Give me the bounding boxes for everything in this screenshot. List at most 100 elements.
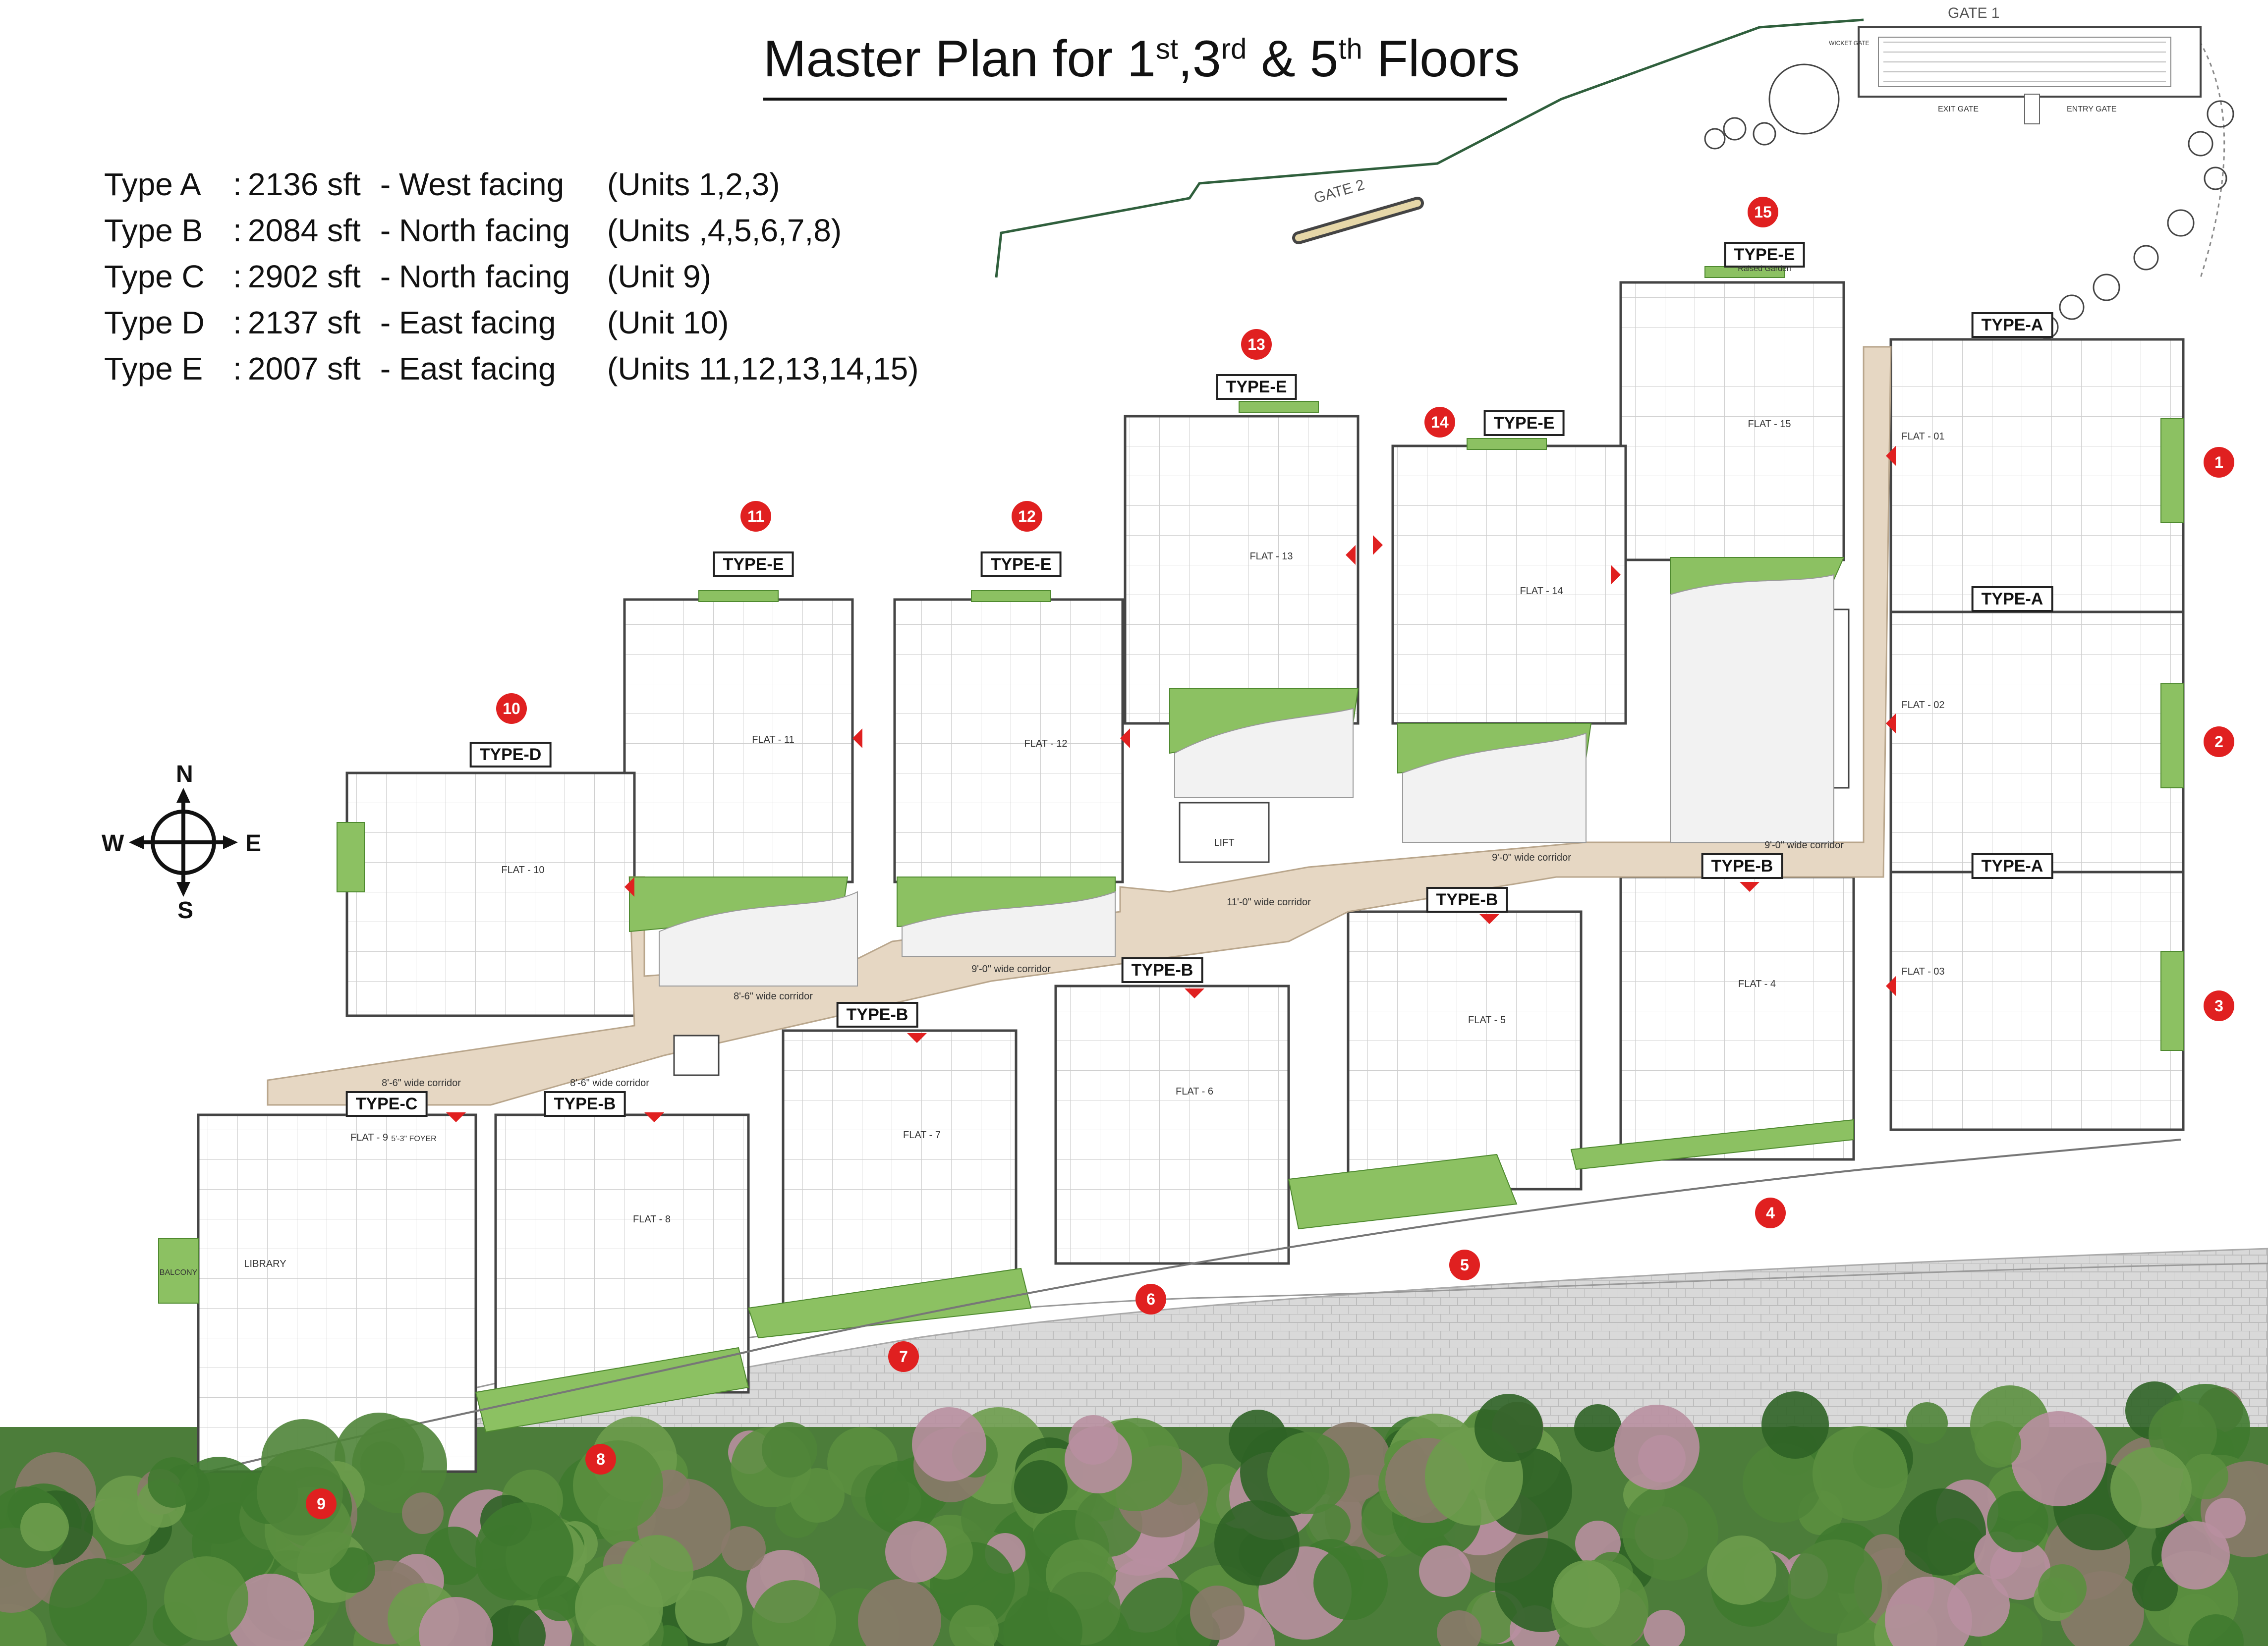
legend-colon: : [233, 304, 242, 340]
building-footprint [197, 281, 2185, 1473]
tree-canopy [2161, 1521, 2230, 1590]
tree-canopy [1788, 1539, 1882, 1634]
unit-badge: 6 [1135, 1284, 1166, 1315]
tree-canopy [148, 1457, 198, 1508]
type-label-a: TYPE-A [1971, 312, 2053, 338]
tree-canopies [0, 1381, 2268, 1646]
flat-label: FLAT - 02 [1901, 700, 1945, 711]
compass-north: N [176, 761, 193, 787]
tree-canopy [885, 1521, 947, 1583]
tree-canopy [2188, 1614, 2244, 1646]
title-mid-1: ,3 [1178, 30, 1221, 88]
tree-canopy [1813, 1426, 1908, 1521]
legend-dash: - [380, 166, 391, 202]
legend-type: Type A [104, 166, 201, 202]
tree-canopy [485, 1605, 546, 1646]
type-label-e: TYPE-E [1216, 374, 1297, 400]
type-label-e: TYPE-E [1483, 410, 1565, 436]
gate-2-structure [1292, 197, 1424, 244]
tree-canopy [419, 1597, 493, 1646]
gate-1-structure [1858, 26, 2202, 124]
flat-label: FLAT - 4 [1738, 979, 1776, 989]
type-label-d: TYPE-D [469, 742, 552, 768]
tree-canopy [721, 1526, 766, 1571]
tree-canopy [1574, 1404, 1622, 1452]
title-sup-2: rd [1221, 33, 1247, 65]
flat-label: FLAT - 9 [350, 1132, 388, 1143]
legend-type: Type E [104, 350, 203, 386]
corridor-label: 8'-6" wide corridor [734, 991, 813, 1002]
tree-canopy [949, 1605, 999, 1646]
flat-label: FLAT - 11 [752, 734, 794, 745]
legend-facing: East facing [399, 350, 556, 386]
legend-area: 2136 sft [248, 166, 361, 202]
type-label-c: TYPE-C [345, 1091, 428, 1117]
tree-canopy [1761, 1391, 1829, 1459]
tree-canopy [475, 1502, 573, 1600]
legend-colon: : [233, 212, 242, 248]
legend-units: (Units 11,12,13,14,15) [607, 350, 919, 386]
legend-dash: - [380, 304, 391, 340]
legend-type: Type D [104, 304, 205, 340]
tree-canopy [1622, 1484, 1718, 1581]
tree-canopy [912, 1407, 986, 1481]
unit-badge: 11 [740, 501, 771, 532]
title-sup-3: th [1338, 33, 1362, 65]
compass-west: W [102, 830, 124, 857]
entry-markers [446, 446, 1896, 1122]
unit-badge: 15 [1748, 197, 1778, 227]
unit-badge: 14 [1424, 407, 1455, 438]
legend-type: Type C [104, 258, 205, 294]
title-text: Master Plan for 1st,3rd & 5th Floors [763, 30, 1520, 89]
flat-label: FLAT - 03 [1901, 966, 1945, 977]
library-label: LIBRARY [244, 1259, 286, 1269]
flat-label: FLAT - 7 [903, 1130, 941, 1141]
flat-label: FLAT - 15 [1748, 419, 1791, 430]
legend-row: Type D:2137 sft-East facing(Unit 10) [104, 299, 919, 345]
flat-label: FLAT - 14 [1520, 586, 1563, 597]
flat-label: FLAT - 13 [1249, 551, 1293, 562]
type-label-b: TYPE-B [836, 1002, 918, 1028]
legend-units: (Units ,4,5,6,7,8) [607, 212, 842, 248]
entry-gate-label: ENTRY GATE [2067, 105, 2117, 113]
tree-canopy [1614, 1405, 1700, 1490]
raised-garden-label: Raised Garden [1738, 265, 1791, 273]
tree-canopy [164, 1556, 248, 1641]
tree-canopy [1975, 1421, 2021, 1468]
legend-type: Type B [104, 212, 203, 248]
unit-badge: 9 [306, 1488, 337, 1519]
green-gardens [158, 266, 2184, 1433]
corridor-label: 9'-0" wide corridor [1764, 840, 1844, 851]
wicket-gate-label: WICKET GATE [1829, 40, 1870, 47]
plan-title: Master Plan for 1st,3rd & 5th Floors [763, 30, 1520, 101]
foyer-label: 5'-3" FOYER [391, 1135, 437, 1143]
compass-east: E [245, 830, 262, 857]
flat-label: FLAT - 01 [1901, 431, 1945, 442]
corridor-label: 8'-6" wide corridor [382, 1078, 461, 1089]
unit-badge: 3 [2204, 990, 2234, 1021]
unit-badge: 2 [2204, 726, 2234, 757]
flat-label: FLAT - 5 [1468, 1015, 1506, 1026]
gate-1-label: GATE 1 [1948, 5, 2000, 21]
tree-canopy [1644, 1610, 1685, 1646]
tree-canopy [762, 1422, 817, 1478]
tree-canopy [2183, 1454, 2228, 1499]
legend-row: Type A:2136 sft-West facing(Units 1,2,3) [104, 161, 919, 207]
tree-canopy [575, 1564, 663, 1646]
legend-row: Type B:2084 sft-North facing(Units ,4,5,… [104, 207, 919, 253]
tree-canopy [402, 1492, 444, 1534]
legend-colon: : [233, 258, 242, 294]
corridor-label: 9'-0" wide corridor [1492, 852, 1571, 863]
tree-canopy [1014, 1460, 1068, 1514]
tree-canopy [858, 1579, 941, 1646]
tree-canopy [1214, 1500, 1300, 1586]
legend-facing: North facing [399, 258, 570, 294]
type-label-e: TYPE-E [980, 551, 1062, 577]
legend-area: 2137 sft [248, 304, 361, 340]
type-label-a: TYPE-A [1971, 853, 2053, 879]
tree-canopy [1190, 1586, 1245, 1640]
unit-badge: 8 [585, 1444, 616, 1475]
title-sup-1: st [1155, 33, 1179, 65]
corridor-label: 9'-0" wide corridor [971, 964, 1051, 975]
tree-canopy [1306, 1504, 1351, 1548]
